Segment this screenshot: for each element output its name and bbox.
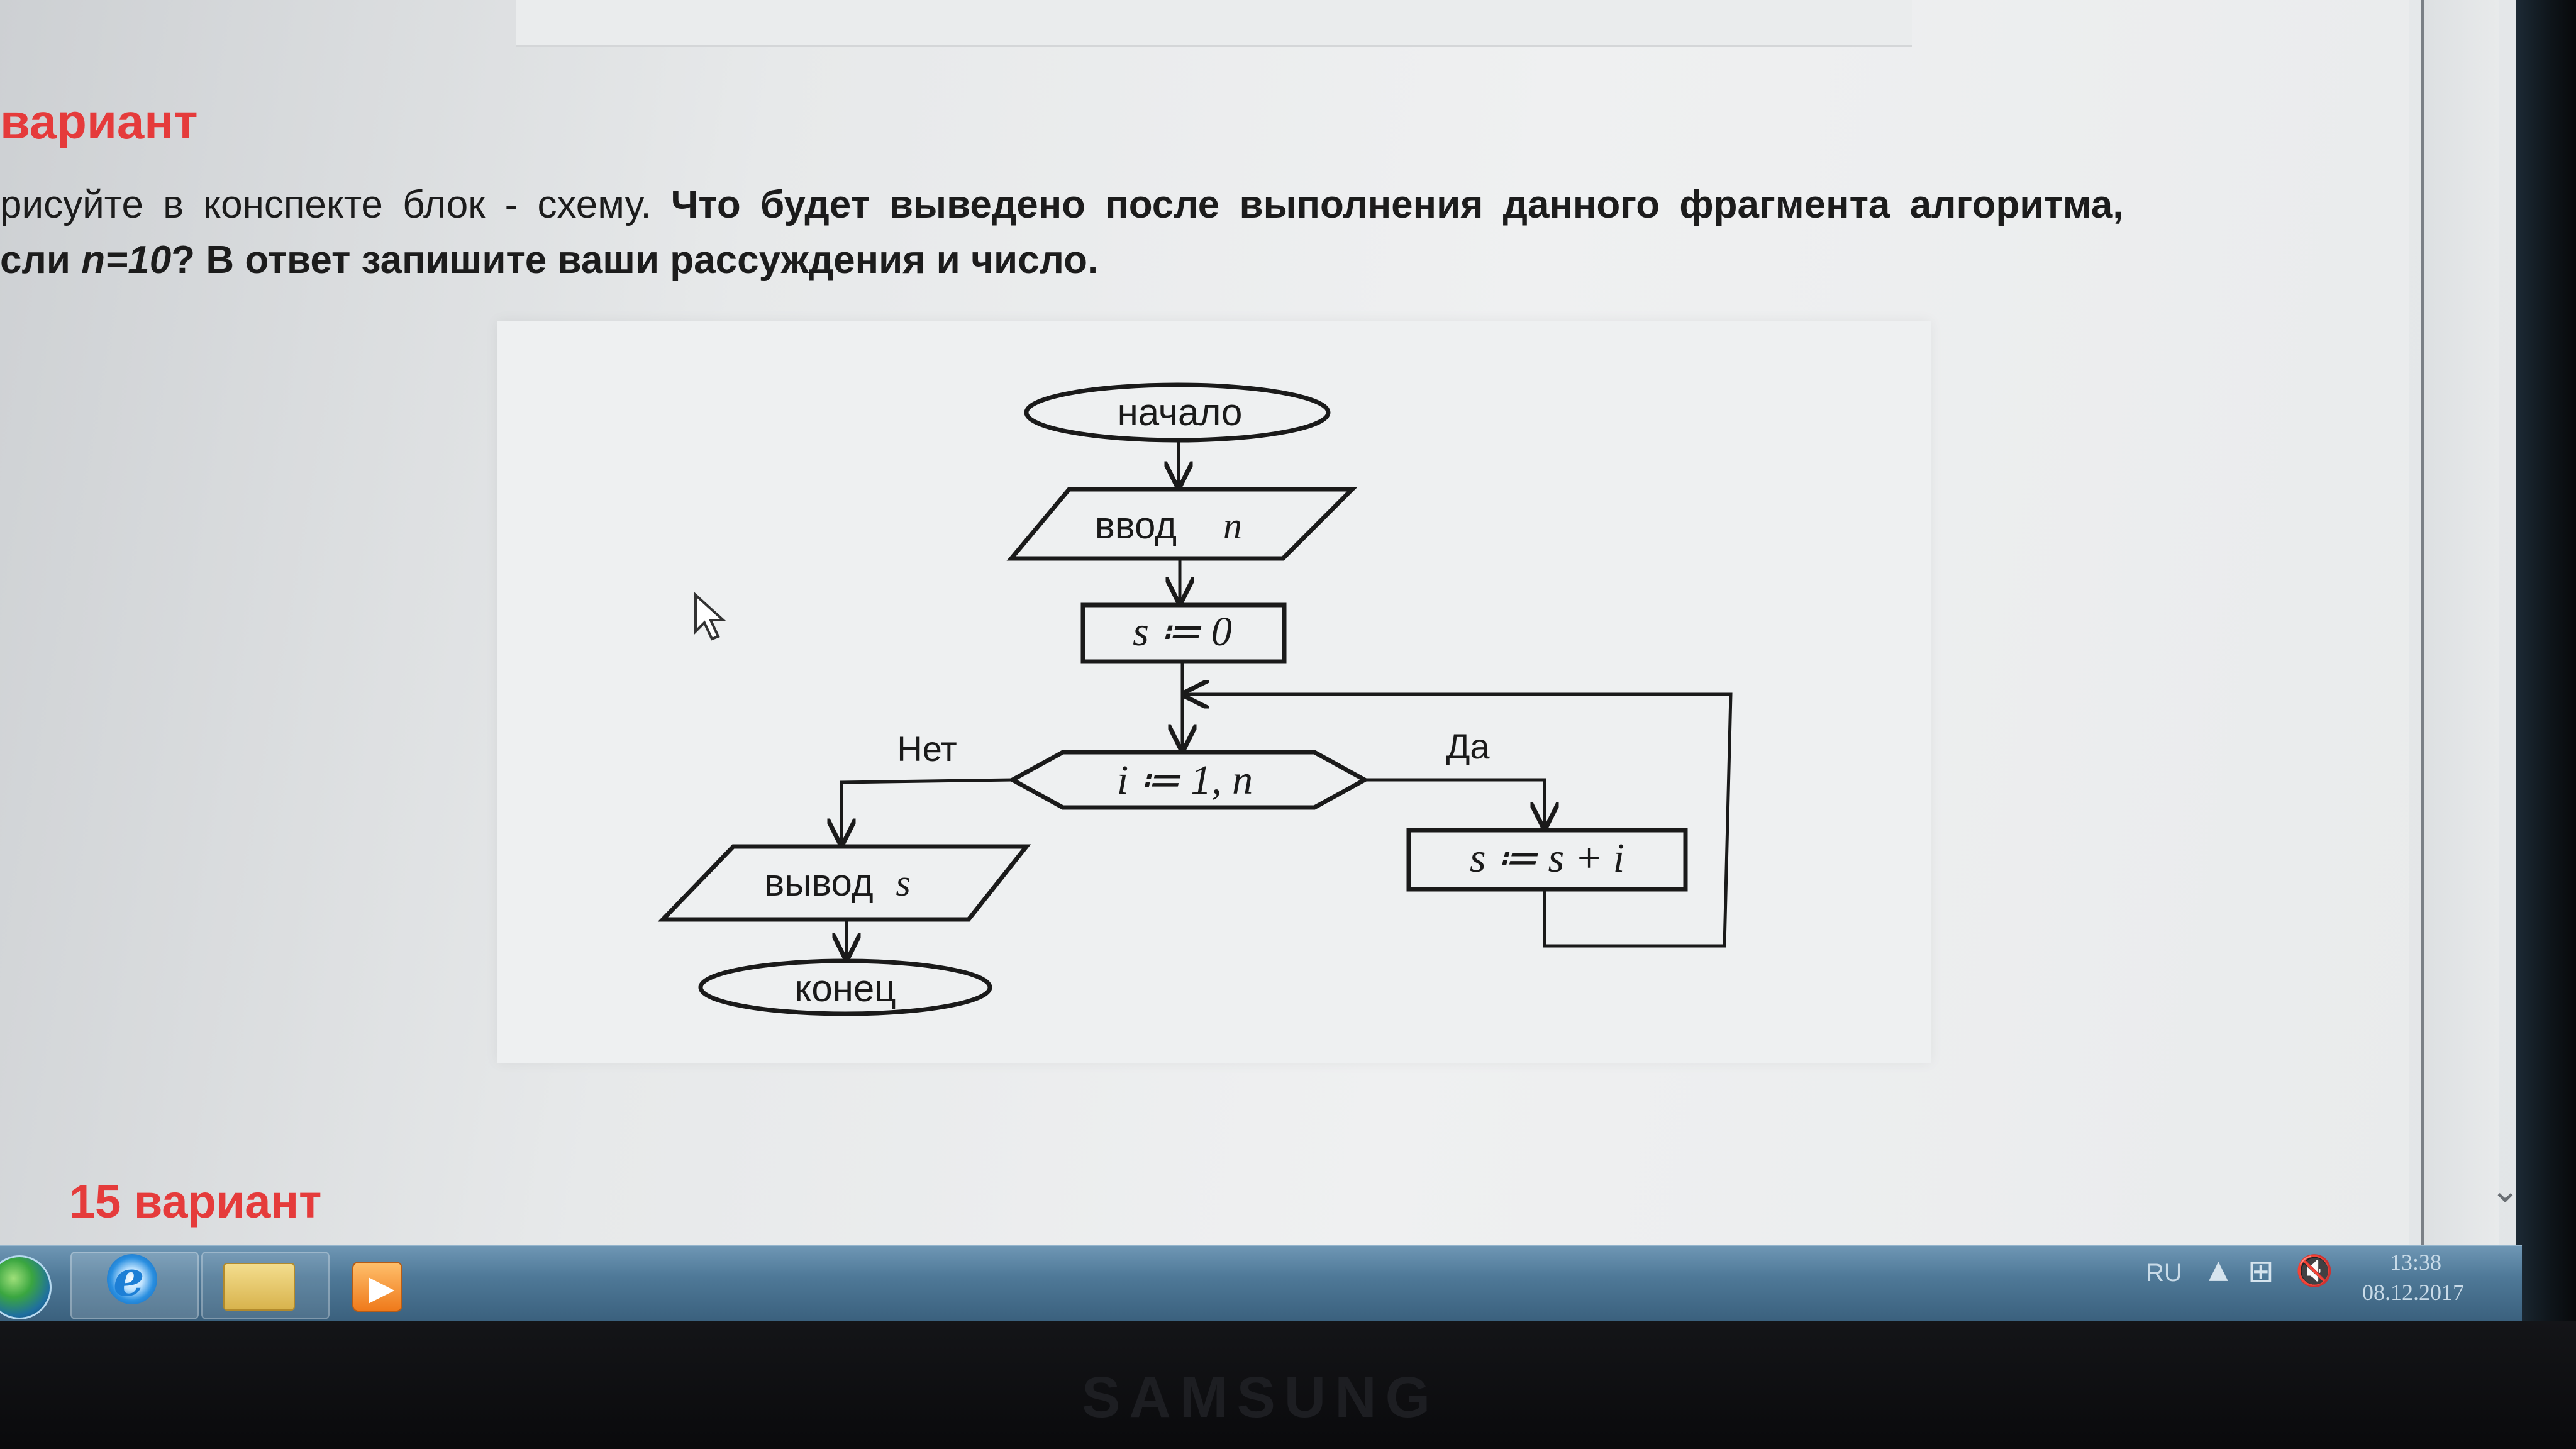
flowchart-figure	[497, 321, 1931, 1063]
arrow-body-return	[1184, 694, 1733, 948]
no-branch-label: Нет	[897, 729, 957, 769]
task-text-line-1: рисуйте в конспекте блок - схему. Что бу…	[0, 182, 2472, 227]
network-icon[interactable]: ⊞	[2248, 1253, 2274, 1289]
task-text-plain: рисуйте в конспекте блок - схему.	[0, 183, 671, 226]
loop-label: i ≔ 1, n	[1117, 757, 1253, 803]
output-label: вывод	[764, 862, 873, 904]
output-block	[657, 844, 1031, 922]
end-label: конец	[794, 967, 896, 1009]
folder-icon	[223, 1263, 295, 1311]
scroll-down-icon[interactable]: ⌄	[2490, 1170, 2520, 1211]
media-player-icon[interactable]	[352, 1262, 402, 1312]
task-text-question: ?	[171, 238, 196, 282]
monitor-bezel-right	[2516, 0, 2576, 1321]
input-var-label: n	[1223, 505, 1242, 547]
yes-branch-label: Да	[1446, 726, 1490, 766]
clock-date[interactable]: 08.12.2017	[2362, 1280, 2464, 1305]
language-indicator[interactable]: RU	[2146, 1259, 2182, 1287]
start-orb-icon[interactable]	[0, 1255, 52, 1319]
init-label: s ≔ 0	[1133, 609, 1232, 655]
previous-figure-edge	[516, 0, 1912, 47]
taskbar: e ▶ RU ▲ ⊞ 🔇 13:38 08.12.2017	[0, 1245, 2522, 1322]
ie-icon	[107, 1254, 157, 1304]
output-var-label: s	[896, 862, 910, 904]
start-label: начало	[1118, 391, 1243, 433]
arrow-loop-body-yes	[1365, 778, 1545, 828]
volume-muted-icon[interactable]: 🔇	[2296, 1253, 2333, 1289]
clock-time[interactable]: 13:38	[2390, 1250, 2442, 1275]
variant-heading: вариант	[0, 94, 198, 149]
vertical-scrollbar[interactable]	[2421, 0, 2499, 1245]
arrow-loop-output-no	[841, 778, 1013, 844]
task-text-answer-instruction: В ответ запишите ваши рассуждения и числ…	[195, 238, 1099, 282]
task-text-line-2: сли n=10? В ответ запишите ваши рассужде…	[0, 238, 2472, 282]
play-icon: ▶	[369, 1268, 395, 1307]
body-label: s ≔ s + i	[1470, 835, 1624, 881]
ie-letter-icon: e	[113, 1250, 145, 1307]
task-text-n: n=10	[81, 238, 172, 282]
flowchart-svg: начало ввод n s ≔ 0 i ≔ 1, n s ≔ s + i в…	[657, 382, 1733, 1016]
input-block	[1006, 487, 1358, 561]
next-variant-heading: 15 вариант	[69, 1175, 322, 1228]
monitor-bezel-bottom: SAMSUNG	[0, 1321, 2576, 1449]
input-label: ввод	[1095, 504, 1177, 547]
monitor-brand-logo: SAMSUNG	[1082, 1365, 1440, 1430]
task-text-bold: Что будет выведено после выполнения данн…	[670, 183, 2124, 226]
task-text-bold-start: сли	[0, 238, 82, 282]
tray-arrow-icon[interactable]: ▲	[2209, 1255, 2228, 1284]
mouse-cursor-icon	[693, 592, 731, 646]
document-page: вариант рисуйте в конспекте блок - схему…	[0, 0, 2409, 1248]
